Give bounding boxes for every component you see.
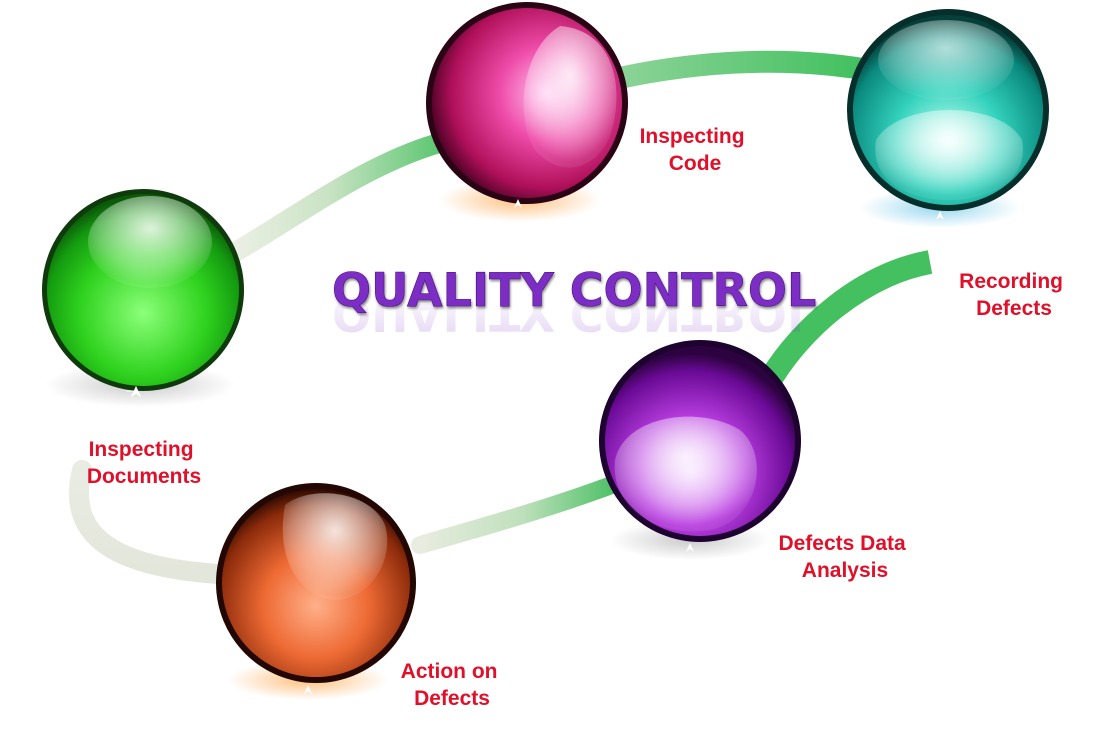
purple-sphere xyxy=(599,340,801,560)
label-line: Defects xyxy=(414,687,490,710)
magenta-sphere xyxy=(426,2,628,222)
path-recording-to-analysis xyxy=(759,250,933,387)
label-defects-data-analysis: Defects Data Analysis xyxy=(778,532,911,582)
label-line: Defects xyxy=(976,297,1052,320)
label-line: Defects Data xyxy=(778,532,906,555)
path-documents-to-code xyxy=(220,130,460,265)
page-title: QUALITY CONTROL xyxy=(332,263,816,317)
label-line: Documents xyxy=(87,465,201,488)
label-line: Code xyxy=(669,152,722,175)
label-inspecting-code: Inspecting Code xyxy=(640,125,751,175)
orange-sphere xyxy=(216,483,416,700)
label-line: Inspecting xyxy=(89,438,194,461)
label-line: Inspecting xyxy=(640,125,745,148)
green-sphere xyxy=(42,189,244,407)
label-action-on-defects: Action on Defects xyxy=(401,660,504,710)
label-recording-defects: Recording Defects xyxy=(959,270,1069,320)
label-inspecting-documents: Inspecting Documents xyxy=(87,438,201,488)
title-reflection: QUALITY CONTROL xyxy=(332,287,816,341)
connector-paths xyxy=(68,50,933,585)
node-labels: Inspecting Code Recording Defects Inspec… xyxy=(87,125,1069,710)
label-line: Recording xyxy=(959,270,1063,293)
title-group: QUALITY CONTROL QUALITY CONTROL xyxy=(332,263,817,341)
path-documents-to-action xyxy=(68,460,245,585)
label-line: Action on xyxy=(401,660,498,683)
label-line: Analysis xyxy=(802,559,888,582)
path-code-to-recording xyxy=(599,50,891,91)
teal-sphere xyxy=(847,9,1049,228)
path-analysis-to-action xyxy=(411,471,634,554)
